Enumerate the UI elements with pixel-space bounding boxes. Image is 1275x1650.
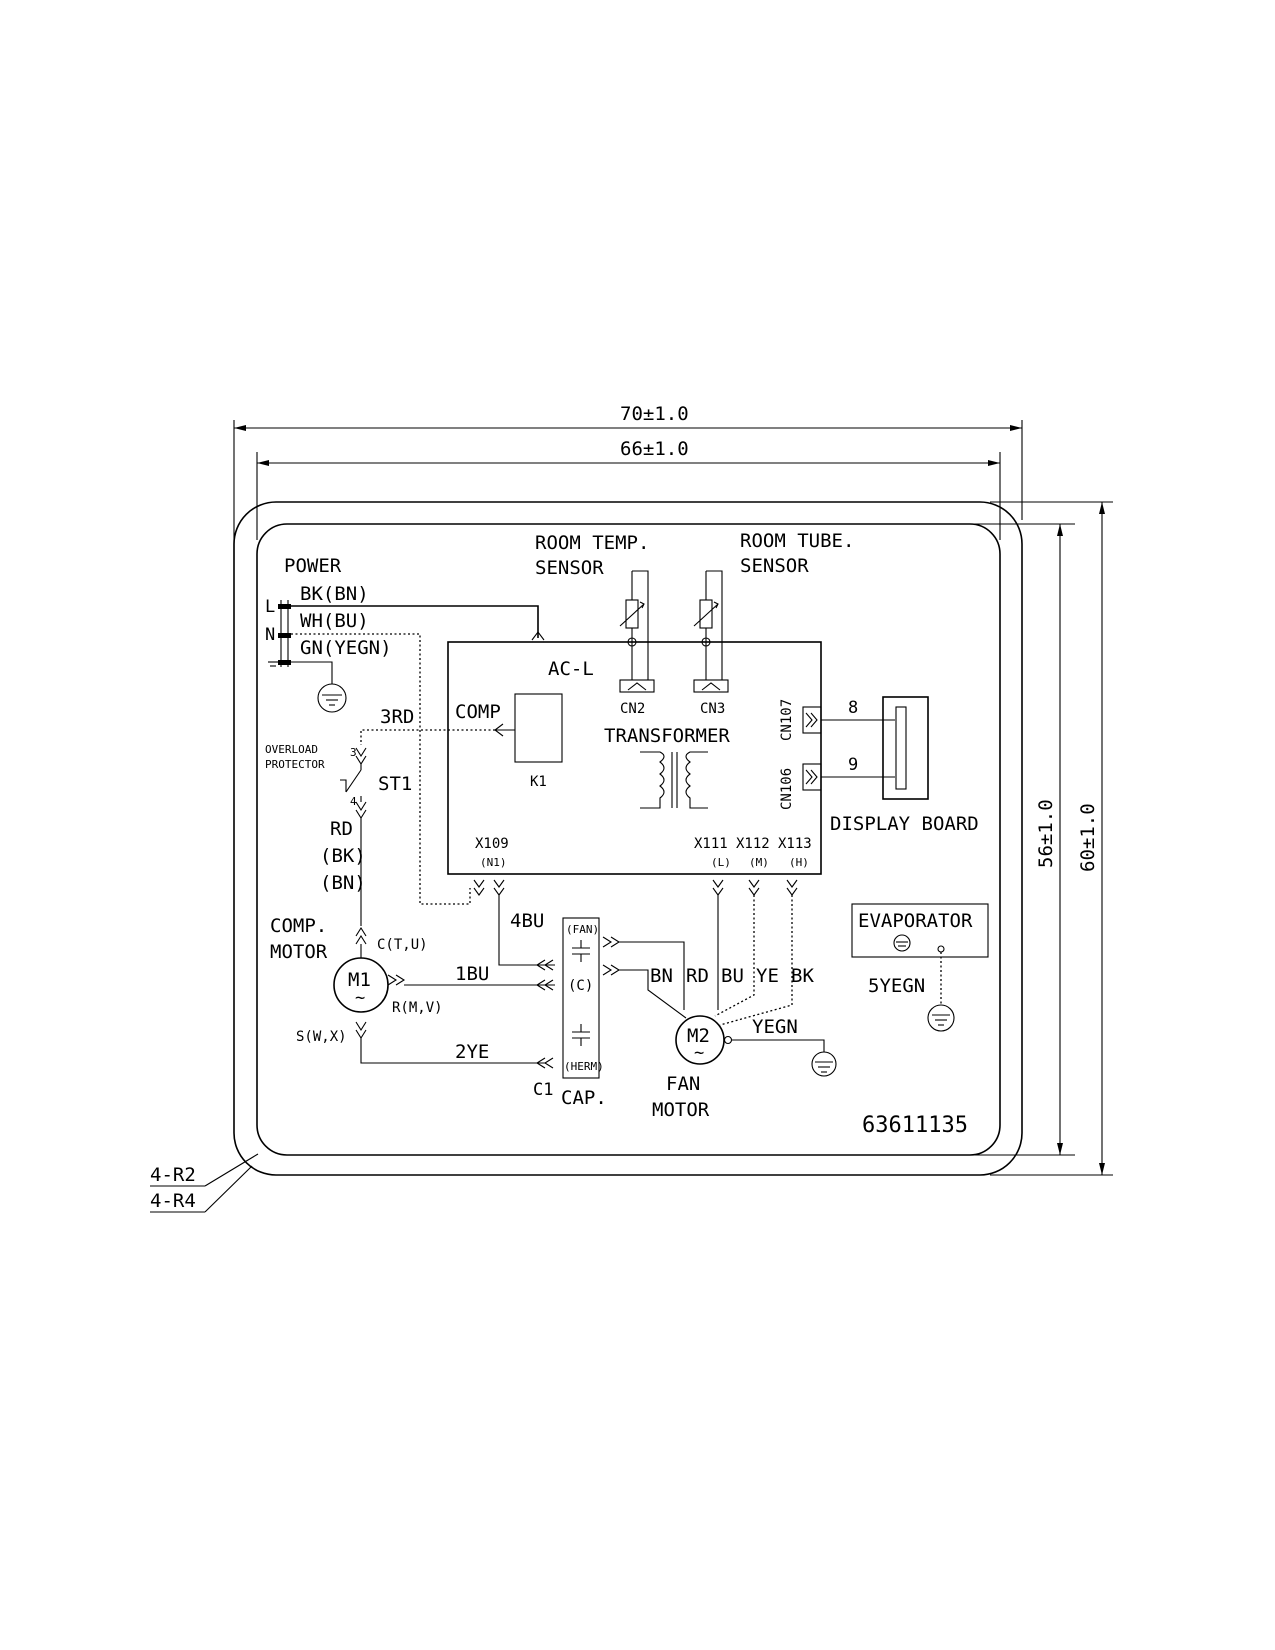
- fan-wire-yegn: YEGN: [752, 1016, 798, 1038]
- evaporator-ground-wire: 5YEGN: [868, 975, 925, 997]
- comp-motor-label-1: COMP.: [270, 915, 327, 937]
- cap-input-arrows: [535, 959, 554, 1069]
- x109-label: X109: [475, 836, 509, 852]
- fan-wire-ye: YE: [756, 965, 779, 987]
- comp-label: COMP: [455, 701, 501, 723]
- power-ground-icon: [317, 683, 347, 713]
- fan-motor-label-1: FAN: [666, 1073, 700, 1095]
- power-title: POWER: [284, 555, 342, 577]
- x112-sub-label: (M): [749, 856, 769, 869]
- st1-label: ST1: [378, 773, 412, 795]
- cn3-label: CN3: [700, 701, 725, 717]
- outer-width-dim: 70±1.0: [620, 403, 689, 425]
- dimension-lines: [150, 420, 1113, 1213]
- x111-sub-label: (L): [711, 856, 731, 869]
- control-board: [447, 641, 822, 875]
- fan-wire-bu: BU: [721, 965, 744, 987]
- transformer-icon: [640, 751, 708, 809]
- overload-label-1: OVERLOAD: [265, 743, 318, 756]
- label-outer-border: [233, 501, 1023, 1176]
- room-tube-thermistor-icon: [693, 570, 729, 693]
- cn106-connector: [802, 763, 822, 791]
- cn106-label: CN106: [779, 768, 795, 810]
- cap-ref-label: C1: [533, 1080, 553, 1100]
- outer-height-dim: 60±1.0: [1077, 803, 1099, 872]
- cn107-label: CN107: [779, 699, 795, 741]
- overload-label-2: PROTECTOR: [265, 758, 325, 771]
- x113-label: X113: [778, 836, 812, 852]
- m1-label: M1: [348, 969, 371, 991]
- relay-k1: [514, 693, 563, 763]
- board-terminal-arrows: [473, 879, 798, 896]
- m2-symbol: ~: [694, 1043, 704, 1063]
- m2-label: M2: [687, 1025, 710, 1047]
- wire-l-label: BK(BN): [300, 583, 369, 605]
- capacitor-icon: [572, 940, 590, 1046]
- overload-pin-4: 4: [350, 795, 357, 808]
- display-wire-8: 8: [848, 698, 858, 718]
- inner-height-dim: 56±1.0: [1035, 799, 1057, 868]
- x112-label: X112: [736, 836, 770, 852]
- capacitor: [562, 917, 600, 1079]
- comp-motor-label-2: MOTOR: [270, 941, 328, 963]
- fan-motor-icon: [675, 1015, 733, 1065]
- inner-width-dim: 66±1.0: [620, 438, 689, 460]
- evaporator-ground-icon: [893, 934, 911, 952]
- x113-sub-label: (H): [789, 856, 809, 869]
- comp-wire-bn: (BN): [320, 872, 366, 894]
- radius-outer-label: 4-R4: [150, 1190, 196, 1212]
- x109-sub-label: (N1): [480, 856, 507, 869]
- cn107-connector: [802, 706, 822, 734]
- l-terminal: L: [265, 597, 275, 617]
- wire-1bu-label: 1BU: [455, 963, 489, 985]
- ac-l-label: AC-L: [548, 658, 594, 680]
- wire-ground-label: GN(YEGN): [300, 637, 392, 659]
- part-number: 63611135: [862, 1113, 968, 1138]
- transformer-label: TRANSFORMER: [604, 725, 730, 747]
- evaporator-earth-icon: [927, 1004, 955, 1032]
- fan-wire-rd: RD: [686, 965, 709, 987]
- display-board-label: DISPLAY BOARD: [830, 813, 979, 835]
- cn2-label: CN2: [620, 701, 645, 717]
- fan-wire-bk: BK: [791, 965, 814, 987]
- display-board: [882, 696, 929, 800]
- terminal-s-label: S(W,X): [296, 1029, 347, 1045]
- n-terminal: N: [265, 625, 275, 645]
- evaporator-box: [851, 903, 989, 958]
- label-inner-border: [256, 523, 1001, 1156]
- cap-output-arrows: [602, 936, 621, 976]
- comp-wire-bk: (BK): [320, 845, 366, 867]
- x111-label: X111: [694, 836, 728, 852]
- evaporator-label: EVAPORATOR: [858, 910, 973, 932]
- wire-2ye-label: 2YE: [455, 1041, 489, 1063]
- room-temp-sensor-label-2: SENSOR: [535, 557, 604, 579]
- room-tube-sensor-label-1: ROOM TUBE.: [740, 530, 854, 552]
- comp-wire-rd: RD: [330, 818, 353, 840]
- relay-k1-label: K1: [530, 774, 547, 790]
- room-tube-sensor-label-2: SENSOR: [740, 555, 809, 577]
- wire-3rd-label: 3RD: [380, 706, 414, 728]
- wire-n-label: WH(BU): [300, 610, 369, 632]
- cap-c-label: (C): [568, 978, 593, 994]
- display-wire-9: 9: [848, 755, 858, 775]
- cap-label: CAP.: [561, 1087, 607, 1109]
- room-temp-thermistor-icon: [619, 570, 655, 693]
- power-terminal-block: [268, 600, 291, 667]
- terminal-r-label: R(M,V): [392, 1000, 443, 1016]
- terminal-c-label: C(T,U): [377, 937, 428, 953]
- fan-ground-icon: [811, 1051, 837, 1077]
- room-temp-sensor-label-1: ROOM TEMP.: [535, 532, 649, 554]
- fan-wire-bn: BN: [650, 965, 673, 987]
- cap-fan-label: (FAN): [566, 923, 599, 936]
- fan-motor-label-2: MOTOR: [652, 1099, 710, 1121]
- overload-pin-3: 3: [350, 746, 357, 759]
- wire-4bu-label: 4BU: [510, 910, 544, 932]
- radius-inner-label: 4-R2: [150, 1164, 196, 1186]
- m1-symbol: ~: [355, 988, 365, 1008]
- cap-herm-label: (HERM): [564, 1060, 604, 1073]
